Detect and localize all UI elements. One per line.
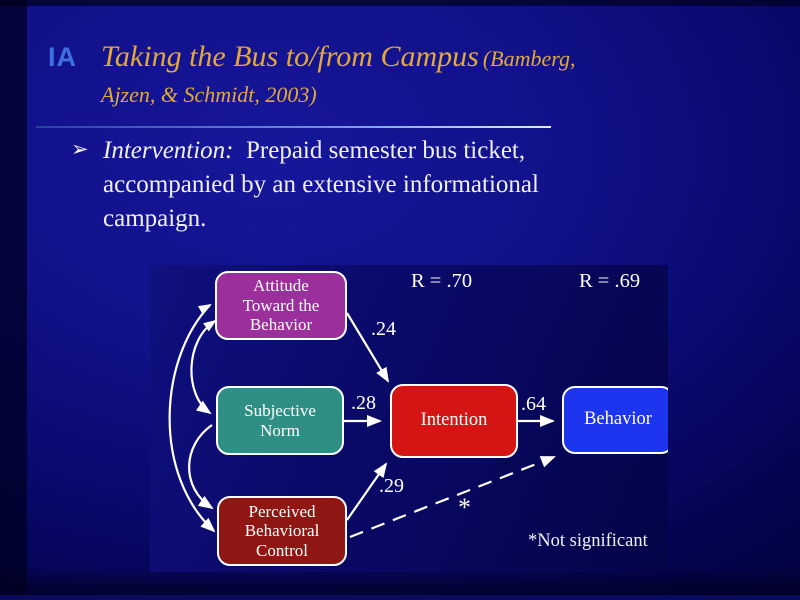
box-label-line: Perceived <box>248 501 316 521</box>
title-citation-start: (Bamberg, <box>482 46 576 71</box>
top-edge-shadow <box>0 0 800 6</box>
bullet-line-2: accompanied by an extensive informationa… <box>103 171 539 198</box>
r-value-intention: R = .70 <box>411 270 473 292</box>
arrowhead-curve3-start <box>197 304 212 315</box>
box-label-line: Behavioral <box>244 521 320 541</box>
box-subjective-norm: Subjective Norm <box>216 386 344 455</box>
curve-attitude-sn <box>190 320 216 415</box>
curve-attitude-pbc <box>168 304 216 533</box>
title-line-1: Taking the Bus to/from Campus (Bamberg, <box>101 40 741 74</box>
diagram-arrows <box>168 304 556 539</box>
coefficient-pbc-intention: .29 <box>379 475 404 497</box>
box-behavior: Behavior <box>562 386 668 454</box>
bullet-line-1-rest: Prepaid semester bus ticket, <box>246 137 526 164</box>
not-significant-asterisk: * <box>458 493 471 522</box>
title-underline <box>36 126 551 128</box>
box-label-line: Intention <box>420 410 488 431</box>
coefficient-intention-behavior: .64 <box>521 393 546 415</box>
r-value-behavior: R = .69 <box>579 270 641 292</box>
path-model-diagram: Attitude Toward the Behavior Subjective … <box>150 265 668 572</box>
box-label-line: Attitude <box>253 276 309 296</box>
box-intention: Intention <box>390 384 518 458</box>
bottom-accent-bar <box>0 595 800 600</box>
footnote-not-significant: *Not significant <box>528 531 648 551</box>
slide-corner-label: IA <box>48 42 77 72</box>
left-edge-shadow <box>0 0 27 600</box>
box-label-line: Behavior <box>584 409 652 430</box>
arrow-bullet-icon: ➢ <box>71 137 89 161</box>
title-citation-line2: Ajzen, & Schmidt, 2003) <box>101 82 317 107</box>
bullet-line-3: campaign. <box>103 205 207 232</box>
bullet-line-1: Intervention: Prepaid semester bus ticke… <box>103 134 683 168</box>
bullet-lead: Intervention: <box>103 137 234 164</box>
box-label-line: Behavior <box>249 315 313 335</box>
bullet-paragraph: Intervention: Prepaid semester bus ticke… <box>103 134 683 236</box>
arrow-pbc-intention <box>346 462 388 521</box>
box-attitude: Attitude Toward the Behavior <box>215 271 347 340</box>
box-perceived-behavioral-control: Perceived Behavioral Control <box>217 496 347 566</box>
title-main-text: Taking the Bus to/from Campus <box>101 40 479 73</box>
arrowhead-curve1-start <box>203 319 217 332</box>
arrow-attitude-intention <box>346 312 390 383</box>
box-label-line: Subjective <box>244 401 316 420</box>
box-label-line: Toward the <box>242 295 320 315</box>
coefficient-attitude-intention: .24 <box>371 318 396 340</box>
dashed-arrow-pbc-behavior <box>349 455 556 539</box>
coefficient-sn-intention: .28 <box>351 392 376 414</box>
box-label-line: Norm <box>260 420 300 440</box>
box-label-line: Control <box>256 540 308 560</box>
slide-title: Taking the Bus to/from Campus (Bamberg, … <box>101 40 741 108</box>
curve-sn-pbc <box>188 424 214 510</box>
